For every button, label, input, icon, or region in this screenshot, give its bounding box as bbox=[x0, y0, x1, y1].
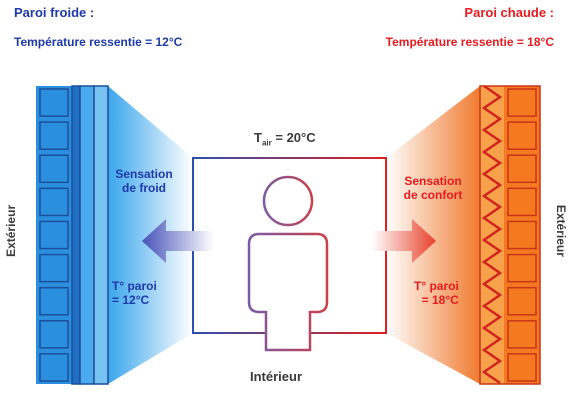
warm-brick bbox=[507, 286, 537, 316]
right-exterior-label: Extérieur bbox=[553, 204, 568, 257]
warm-sensation-line-1: Sensation bbox=[404, 174, 462, 188]
warm-brick bbox=[507, 220, 537, 250]
cold-brick bbox=[39, 187, 69, 217]
cold-sensation-line-2: de froid bbox=[122, 180, 166, 195]
cold-wall-temp-line-1: T° paroi bbox=[112, 279, 157, 293]
cold-wall-temp: T° paroi = 12°C bbox=[112, 279, 157, 308]
warm-radiation-zone bbox=[386, 86, 480, 384]
warm-sensation-label: Sensation de confort bbox=[394, 174, 472, 203]
person-figure bbox=[247, 175, 329, 352]
left-exterior-label: Extérieur bbox=[4, 204, 19, 257]
warm-brick bbox=[507, 187, 537, 217]
cold-brick bbox=[39, 353, 69, 382]
air-temp-subscript: air bbox=[261, 138, 272, 148]
cold-arrow bbox=[142, 219, 214, 263]
cold-brick bbox=[39, 220, 69, 250]
warm-wall-felt-temp: Température ressentie = 18°C bbox=[385, 35, 554, 49]
air-temp-symbol: T bbox=[254, 130, 262, 145]
interior-label: Intérieur bbox=[250, 369, 303, 384]
cold-brick bbox=[39, 88, 69, 117]
warm-sensation-line-2: de confort bbox=[403, 187, 463, 202]
warm-brick bbox=[507, 320, 537, 349]
cold-brick bbox=[39, 154, 69, 184]
air-temperature: Tair = 20°C bbox=[254, 130, 316, 148]
warm-brick bbox=[507, 253, 537, 283]
cold-wall-temp-line-2: = 12°C bbox=[112, 292, 150, 307]
cold-wall-title: Paroi froide : bbox=[14, 5, 95, 20]
warm-arrow bbox=[372, 219, 436, 263]
warm-wall-temp-line-2: = 18°C bbox=[421, 292, 459, 307]
warm-wall-temp-line-1: T° paroi bbox=[414, 279, 459, 293]
warm-brick bbox=[507, 121, 537, 150]
cold-brick bbox=[39, 121, 69, 150]
air-temp-value: = 20°C bbox=[275, 130, 316, 145]
cold-sensation-line-1: Sensation bbox=[115, 167, 173, 181]
warm-brick bbox=[507, 154, 537, 184]
cold-wall-felt-temp: Température ressentie = 12°C bbox=[14, 35, 183, 49]
warm-wall-temp: T° paroi = 18°C bbox=[414, 279, 459, 308]
insulation-zigzag bbox=[481, 84, 503, 385]
cold-brick bbox=[39, 253, 69, 283]
cold-brick bbox=[39, 286, 69, 316]
cold-sensation-label: Sensation de froid bbox=[112, 167, 176, 196]
cold-wall bbox=[36, 85, 109, 385]
warm-brick bbox=[507, 88, 537, 117]
cold-brick bbox=[39, 320, 69, 349]
warm-wall-title: Paroi chaude : bbox=[464, 5, 554, 20]
warm-wall bbox=[479, 84, 541, 385]
warm-brick bbox=[507, 353, 537, 382]
